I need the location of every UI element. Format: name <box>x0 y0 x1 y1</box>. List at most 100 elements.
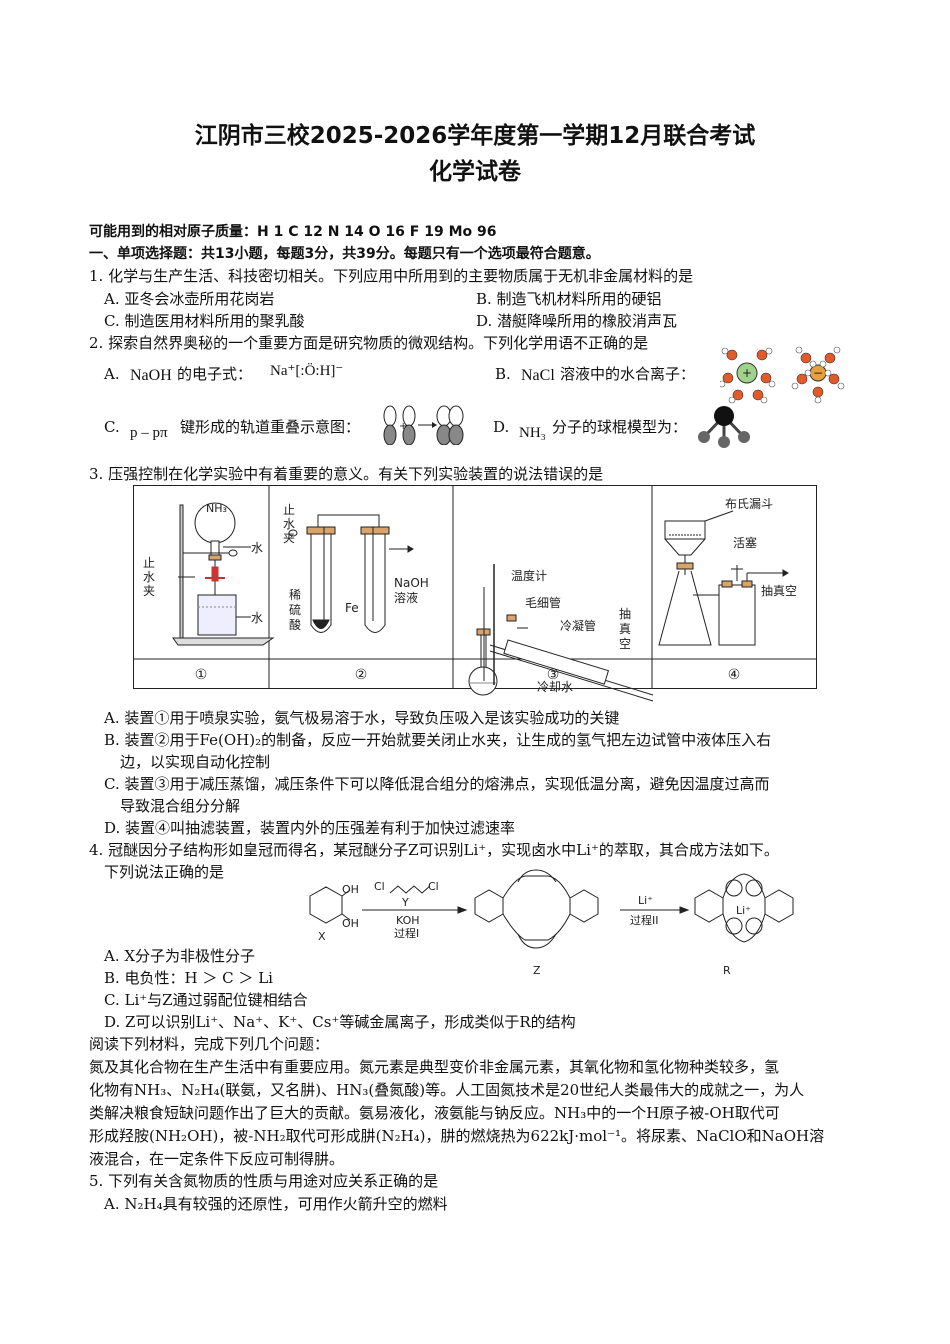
reading-line-5: 液混合，在一定条件下反应可制得肼。 <box>89 1150 345 1168</box>
label-shui-1: 水 <box>143 570 155 584</box>
q2-option-b-label: B. <box>495 365 511 383</box>
label-cooling-water: 冷却水 <box>537 680 573 694</box>
q2-b-text: 溶液中的水合离子： <box>560 365 696 383</box>
label-li-center: Li⁺ <box>736 904 751 917</box>
label-thermometer: 温度计 <box>511 568 547 583</box>
fountain-apparatus <box>172 502 275 646</box>
q3-option-a: A. 装置①用于喷泉实验，氨气极易溶于水，导致负压吸入是该实验成功的关键 <box>104 709 620 727</box>
label-vac-1: 抽 <box>619 607 631 621</box>
reading-line-1: 氮及其化合物在生产生活中有重要应用。氮元素是典型变价非金属元素，其氧化物和氢化物… <box>89 1058 780 1076</box>
q5-option-a: A. N₂H₄具有较强的还原性，可用作火箭升空的燃料 <box>104 1195 448 1213</box>
q3-option-c-line2: 导致混合组分分解 <box>120 797 241 815</box>
suction-filtration-apparatus <box>658 510 789 646</box>
q2-stem: 2. 探索自然界奥秘的一个重要方面是研究物质的微观结构。下列化学用语不正确的是 <box>89 334 649 352</box>
reading-intro: 阅读下列材料，完成下列几个问题： <box>89 1035 330 1053</box>
q4-option-c: C. Li⁺与Z通过弱配位键相结合 <box>104 991 308 1009</box>
label-zhi-1: 止 <box>143 556 155 570</box>
label-y: Y <box>401 896 409 909</box>
q1-option-a: A. 亚冬会冰壶所用花岗岩 <box>104 290 275 308</box>
label-stopcock: 活塞 <box>733 535 757 550</box>
label-koh: KOH <box>396 914 420 927</box>
hydrated-ions-figure: + − <box>720 346 845 404</box>
apparatus-number-3: ③ <box>547 667 560 683</box>
section-heading: 一、单项选择题：共13小题，每题3分，共39分。每题只有一个选项最符合题意。 <box>89 246 600 262</box>
label-x: X <box>318 930 326 943</box>
vacuum-distillation-apparatus <box>468 564 654 702</box>
label-capillary: 毛细管 <box>525 595 561 610</box>
q3-apparatus-figure: NH₃ 止 水 夹 水 水 止 水 夹 稀 硫 酸 Fe NaOH 溶液 <box>133 485 817 702</box>
q4-option-b: B. 电负性：H ＞ C ＞ Li <box>104 969 273 987</box>
label-process-1: 过程I <box>394 927 419 940</box>
svg-text:+: + <box>742 366 752 380</box>
svg-text:+: + <box>399 421 407 432</box>
page-title: 江阴市三校2025-2026学年度第一学期12月联合考试 <box>194 123 756 149</box>
label-process-2: 过程II <box>630 914 659 927</box>
label-naoh: NaOH <box>394 576 429 590</box>
q2-d-text: 分子的球棍模型为： <box>552 418 688 436</box>
label-fe: Fe <box>345 601 359 615</box>
label-xi: 稀 <box>289 588 301 602</box>
label-jia-2: 夹 <box>283 531 295 545</box>
label-shui-2: 水 <box>283 517 295 531</box>
chloride-hydrated-ion: − <box>791 346 845 404</box>
q1-option-c: C. 制造医用材料所用的聚乳酸 <box>104 312 305 330</box>
x-oh-bottom: OH <box>342 917 359 930</box>
label-liu: 硫 <box>289 602 301 617</box>
label-vacuum: 抽真空 <box>761 584 797 598</box>
q4-stem-line1: 4. 冠醚因分子结构形如皇冠而得名，某冠醚分子Z可识别Li⁺，实现卤水中Li⁺的… <box>89 841 779 859</box>
q1-stem: 1. 化学与生产生活、科技密切相关。下列应用中所用到的主要物质属于无机非金属材料… <box>89 267 694 285</box>
q2-c-text: 键形成的轨道重叠示意图： <box>180 418 361 436</box>
label-z: Z <box>533 964 541 977</box>
q3-option-b-line2: 边，以实现自动化控制 <box>120 753 271 771</box>
q4-stem-line2: 下列说法正确的是 <box>104 863 225 881</box>
label-vac-2: 真 <box>619 622 631 636</box>
apparatus-number-1: ① <box>195 667 208 683</box>
q2-option-d-label: D. <box>493 418 510 436</box>
q2-d-formula: NH₃ <box>519 425 546 441</box>
reading-line-3: 类解决粮食短缺问题作出了巨大的贡献。氨易液化，液氨能与钠反应。NH₃中的一个H原… <box>89 1104 780 1122</box>
svg-text:−: − <box>813 366 823 380</box>
label-suan: 酸 <box>289 617 301 632</box>
reading-line-4: 形成羟胺(NH₂OH)，被-NH₂取代可形成肼(N₂H₄)，肼的燃烧热为622k… <box>89 1127 825 1145</box>
label-naoh-solution: 溶液 <box>394 590 418 605</box>
label-condenser: 冷凝管 <box>560 618 596 633</box>
apparatus-number-4: ④ <box>728 667 741 683</box>
q3-option-d: D. 装置④叫抽滤装置，装置内外的压强差有利于加快过滤速率 <box>104 819 516 837</box>
nh3-ball-stick-model <box>698 406 750 448</box>
feoh2-apparatus <box>288 514 414 633</box>
q1-option-d: D. 潜艇降噪所用的橡胶消声瓦 <box>476 312 678 330</box>
y-cl-left: Cl <box>374 880 385 893</box>
label-r: R <box>723 964 731 977</box>
label-jia-1: 夹 <box>143 584 155 598</box>
crown-ether-synthesis-scheme: OH OH X Cl Cl Y KOH 过程I Z Li⁺ 过程II Li⁺ R <box>309 869 794 977</box>
q2-a-formula: NaOH <box>130 367 172 384</box>
q3-option-c-line1: C. 装置③用于减压蒸馏，减压条件下可以降低混合组分的熔沸点，实现低温分离，避免… <box>104 775 770 793</box>
label-li-reagent: Li⁺ <box>638 894 653 907</box>
q4-option-d: D. Z可以识别Li⁺、Na⁺、K⁺、Cs⁺等碱金属离子，形成类似于R的结构 <box>104 1013 576 1031</box>
nh3-label: NH₃ <box>206 502 227 515</box>
page-subtitle: 化学试卷 <box>429 159 521 185</box>
q2-option-a-label: A. <box>104 365 120 383</box>
q3-option-b-line1: B. 装置②用于Fe(OH)₂的制备，反应一开始就要关闭止水夹，让生成的氢气把左… <box>104 731 772 749</box>
q3-stem: 3. 压强控制在化学实验中有着重要的意义。有关下列实验装置的说法错误的是 <box>89 465 604 483</box>
label-buchner-funnel: 布氏漏斗 <box>725 497 773 511</box>
q2-b-formula: NaCl <box>521 367 555 384</box>
x-oh-top: OH <box>342 883 359 896</box>
reading-line-2: 化物有NH₃、N₂H₄(联氨，又名肼)、HN₃(叠氮酸)等。人工固氮技术是20世… <box>89 1081 805 1099</box>
label-zhi-2: 止 <box>283 503 295 517</box>
q1-option-b: B. 制造飞机材料所用的硬铝 <box>476 290 662 308</box>
apparatus-number-2: ② <box>355 667 368 683</box>
y-cl-right: Cl <box>428 880 439 893</box>
q2-option-c-label: C. <box>104 418 120 436</box>
q5-stem: 5. 下列有关含氮物质的性质与用途对应关系正确的是 <box>89 1172 439 1190</box>
label-water-bottom: 水 <box>251 611 263 625</box>
label-vac-3: 空 <box>619 637 631 651</box>
q4-option-a: A. X分子为非极性分子 <box>104 947 256 965</box>
q2-a-text: 的电子式： <box>177 365 253 383</box>
label-water-top: 水 <box>251 541 263 555</box>
q2-a-structure: Na⁺[:Ö:H]⁻ <box>270 363 344 379</box>
q2-c-formula: p – pπ <box>130 425 168 441</box>
sodium-hydrated-ion: + <box>720 347 776 404</box>
atomic-mass-line: 可能用到的相对原子质量：H 1 C 12 N 14 O 16 F 19 Mo 9… <box>89 224 497 240</box>
p-p-pi-orbital-diagram: + <box>383 405 464 445</box>
